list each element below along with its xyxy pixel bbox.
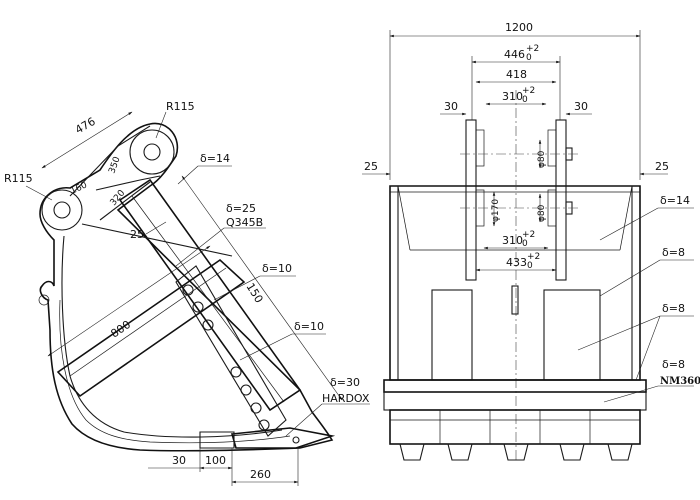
material-nm360: NM360 <box>660 376 700 387</box>
dim-433-tol-lower: 0 <box>527 261 533 271</box>
dim-310-top-tol-lower: 0 <box>522 95 528 105</box>
front-thickness-8-b: δ=8 <box>662 302 685 315</box>
front-teeth <box>399 443 633 461</box>
cutting-edge-ribs <box>390 410 640 444</box>
left-boss-top <box>475 129 485 167</box>
dim-310-bottom-tol-upper: +2 <box>522 230 535 240</box>
left-inner-plate <box>431 289 473 381</box>
dim-line-476 <box>41 111 133 169</box>
thickness-25: δ=25 <box>226 202 256 215</box>
back-plate <box>118 178 302 412</box>
dim-350: 350 <box>107 155 122 175</box>
dim-30-right: 30 <box>574 100 588 113</box>
dim-310-bottom: 310 <box>502 234 523 247</box>
bucket-shell-outline <box>39 122 334 452</box>
leader-25 <box>145 221 167 235</box>
leader-r115-left <box>25 185 53 201</box>
side-view: 30 100 260 476 R115 R115 160 350 320 25 … <box>4 100 370 486</box>
dim-25-left: 25 <box>364 160 378 173</box>
dim-433-tol-upper: +2 <box>527 252 540 262</box>
bucket-tooth <box>230 427 336 449</box>
dim-line-800 <box>47 245 211 357</box>
top-pin-hole <box>143 143 161 161</box>
dim-25-right: 25 <box>655 160 669 173</box>
dim-260: 260 <box>250 468 271 481</box>
tooth-pin <box>292 436 300 444</box>
left-pin-hole <box>53 201 71 219</box>
thickness-14: δ=14 <box>200 152 230 165</box>
front-thickness-8-c: δ=8 <box>662 358 685 371</box>
front-inner-bevel <box>397 185 633 251</box>
leader-front-t14 <box>599 207 659 241</box>
dim-310-top-tol-upper: +2 <box>522 86 535 96</box>
dim-150: 150 <box>243 281 265 306</box>
cross-brace-inner <box>69 267 227 377</box>
thickness-10-a: δ=10 <box>262 262 292 275</box>
thickness-10-b: δ=10 <box>294 320 324 333</box>
dim-100: 100 <box>205 454 226 467</box>
radius-r115-left: R115 <box>4 172 33 185</box>
dim-800: 800 <box>108 318 133 341</box>
right-boss-top <box>547 129 557 167</box>
phi170: φ170 <box>491 199 501 222</box>
leader-t30 <box>285 403 323 437</box>
dim-30-left: 30 <box>444 100 458 113</box>
dim-25: 25 <box>130 228 144 241</box>
material-q345b: Q345B <box>226 216 263 229</box>
right-inner-plate <box>543 289 601 381</box>
bucket-wear-lip <box>59 299 291 444</box>
dim-476: 476 <box>73 115 98 137</box>
cutting-edge <box>389 409 641 445</box>
base-plate-upper <box>383 379 647 393</box>
leader-t25 <box>175 227 225 267</box>
bucket-inner-curve <box>61 235 283 438</box>
dim-433: 433 <box>506 256 527 269</box>
phi80-top: φ80 <box>537 150 547 168</box>
leader-t14 <box>177 165 199 185</box>
front-thickness-8-a: δ=8 <box>662 246 685 259</box>
left-pin-boss <box>41 189 83 231</box>
front-body-outline <box>389 185 641 381</box>
tooth-adapter <box>199 431 235 449</box>
dim-30-bottom: 30 <box>172 454 186 467</box>
left-ear-plate <box>465 119 477 281</box>
center-slot <box>511 285 519 315</box>
dim-446-tol-upper: +2 <box>526 44 539 54</box>
material-hardox: HARDOX <box>322 392 370 405</box>
dim-446: 446 <box>504 48 525 61</box>
front-thickness-14: δ=14 <box>660 194 690 207</box>
dim-446-tol-lower: 0 <box>526 53 532 63</box>
top-pin-boss <box>129 129 175 175</box>
dim-1200: 1200 <box>505 21 533 34</box>
radius-r115-top: R115 <box>166 100 195 113</box>
leader-r115-top <box>155 111 167 139</box>
dim-310-top: 310 <box>502 90 523 103</box>
right-ear-plate <box>555 119 567 281</box>
phi80-bottom: φ80 <box>537 204 547 222</box>
dim-line-150 <box>181 175 343 401</box>
cross-brace <box>56 258 246 398</box>
thickness-30: δ=30 <box>330 376 360 389</box>
leader-front-t8b-2 <box>635 315 661 381</box>
leader-nm360 <box>603 385 659 403</box>
dim-160: 160 <box>69 180 89 196</box>
front-side-plates <box>397 186 633 380</box>
dim-418: 418 <box>506 68 527 81</box>
leader-front-t8a <box>599 259 661 297</box>
leader-front-t8b <box>577 315 661 351</box>
dim-310-bottom-tol-lower: 0 <box>522 239 528 249</box>
front-view: 1200 446 +2 0 418 310 +2 0 30 30 25 25 <box>362 21 700 461</box>
